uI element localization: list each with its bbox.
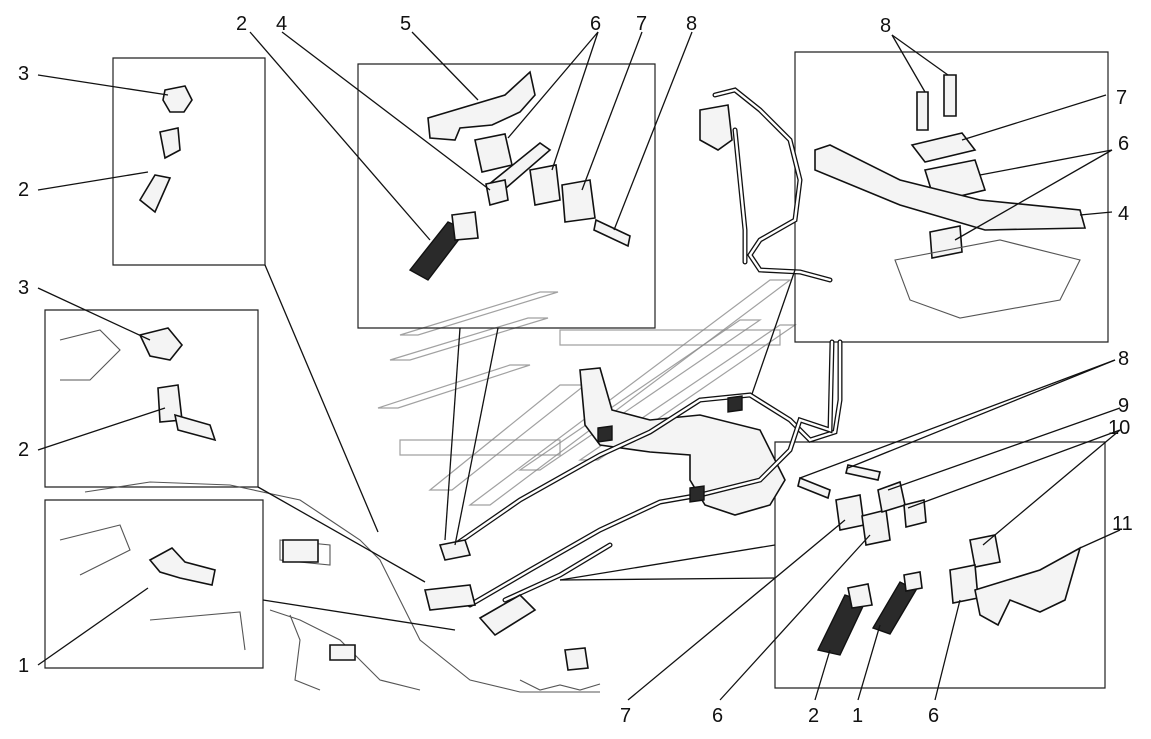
clamp-10c xyxy=(969,534,1001,568)
clamp-10b xyxy=(903,498,927,529)
callout-labels: 3 2 3 2 1 2 4 5 6 7 8 8 7 6 4 8 9 10 11 … xyxy=(18,13,1133,727)
callout-2: 2 xyxy=(18,439,29,461)
clamp-10a xyxy=(877,480,906,514)
callout-2: 2 xyxy=(18,179,29,201)
main-line-assembly xyxy=(424,339,843,671)
callout-5: 5 xyxy=(400,13,411,35)
bracket-11 xyxy=(974,546,1082,627)
clip-1 xyxy=(597,425,613,443)
clamp-6f xyxy=(949,564,979,604)
hose-2a xyxy=(138,174,172,214)
callout-9: 9 xyxy=(1118,395,1129,417)
union-nut xyxy=(564,647,589,671)
detail-bottom-right-parts xyxy=(797,464,1082,656)
nut-4 xyxy=(485,179,509,207)
adapter-2a xyxy=(159,127,181,160)
bolt-8b-right xyxy=(943,74,957,117)
callout-2: 2 xyxy=(236,13,247,35)
leader-lines xyxy=(37,31,1121,701)
callout-10: 10 xyxy=(1108,417,1130,439)
mounting-bracket xyxy=(579,367,786,516)
hose-1b xyxy=(871,581,917,635)
detail-bottom-left-parts xyxy=(59,524,246,651)
callout-8: 8 xyxy=(1118,348,1129,370)
detail-frames xyxy=(44,51,1109,689)
clamp-6b xyxy=(529,164,561,206)
clamp-6a xyxy=(474,133,513,173)
angled-fitting-1 xyxy=(148,546,216,586)
frame-bottom-right xyxy=(774,441,1106,689)
hose-end-1b xyxy=(903,571,923,592)
hose-end-2d xyxy=(847,583,873,609)
callout-1: 1 xyxy=(18,655,29,677)
hose-2b xyxy=(173,413,217,442)
bolt-8b-left xyxy=(916,91,929,131)
callout-6: 6 xyxy=(928,705,939,727)
upper-line-assembly xyxy=(699,87,833,283)
callout-6: 6 xyxy=(1118,133,1129,155)
plate-7b xyxy=(910,132,977,163)
detail-top-left-parts xyxy=(138,85,193,214)
plate-7a xyxy=(561,179,596,223)
bolt-8a xyxy=(593,218,631,248)
callout-4: 4 xyxy=(276,13,287,35)
mount-block-lower xyxy=(329,644,356,661)
callout-6: 6 xyxy=(712,705,723,727)
callout-6: 6 xyxy=(590,13,601,35)
fitting-b xyxy=(424,584,476,611)
callout-4: 4 xyxy=(1118,203,1129,225)
watermark-logo xyxy=(377,279,797,506)
callout-7: 7 xyxy=(1116,87,1127,109)
valve-housing xyxy=(699,104,733,151)
clamp-6d xyxy=(929,225,963,259)
fitting-c xyxy=(478,594,537,637)
callout-3: 3 xyxy=(18,63,29,85)
mount-block xyxy=(282,539,319,563)
bracket-5 xyxy=(427,70,536,141)
detail-top-center-parts xyxy=(408,70,631,281)
elbow-fitting-3a xyxy=(162,85,193,113)
callout-3: 3 xyxy=(18,277,29,299)
fitting-a xyxy=(438,539,472,561)
callout-2: 2 xyxy=(808,705,819,727)
detail-mid-left-parts xyxy=(59,327,217,442)
frame-top-left xyxy=(112,57,266,266)
frame-top-center xyxy=(357,63,656,329)
bolt-8c xyxy=(797,476,831,500)
elbow-fitting-3b xyxy=(138,327,184,361)
callout-8: 8 xyxy=(686,13,697,35)
frame-top-right xyxy=(794,51,1109,343)
clip-2 xyxy=(689,485,705,503)
callout-1: 1 xyxy=(852,705,863,727)
frame-bottom-left xyxy=(44,499,264,669)
detail-top-right-parts xyxy=(814,74,1087,319)
bolt-9 xyxy=(845,464,881,481)
rail-4 xyxy=(814,144,1087,231)
callout-8: 8 xyxy=(880,15,891,37)
engine-block-sketch xyxy=(84,481,601,693)
callout-11: 11 xyxy=(1112,513,1133,535)
callout-7: 7 xyxy=(636,13,647,35)
clip-3 xyxy=(727,395,743,413)
hose-end-2c xyxy=(451,211,479,241)
callout-7: 7 xyxy=(620,705,631,727)
